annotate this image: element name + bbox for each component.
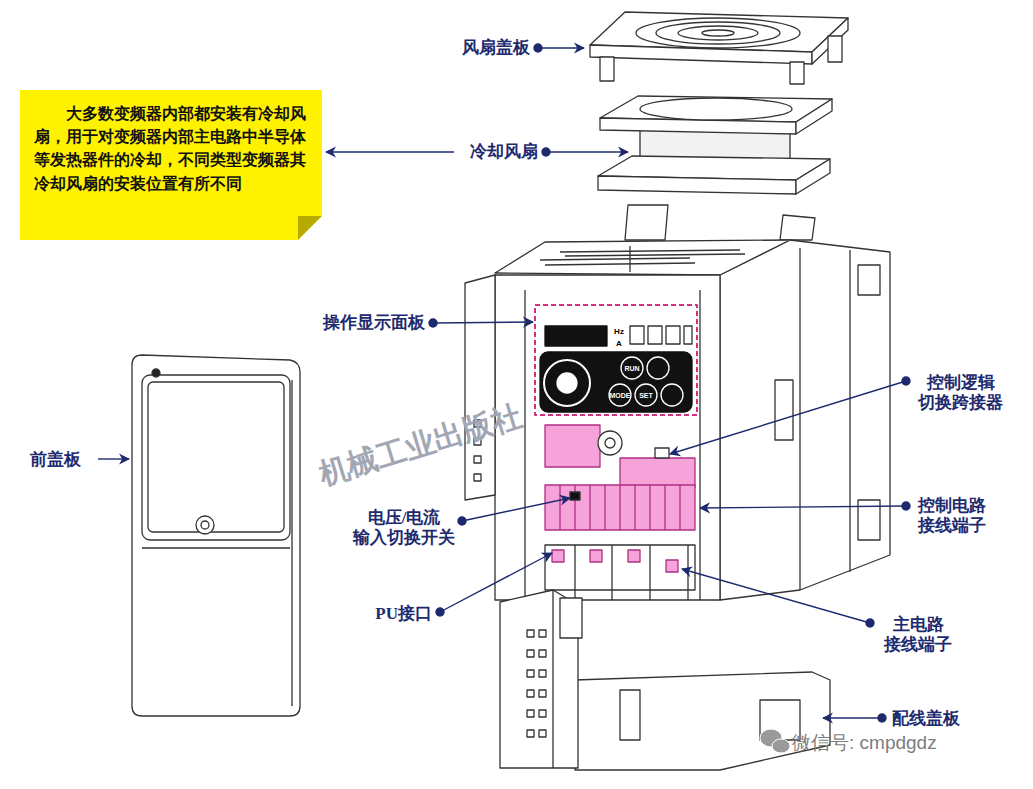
button-label: MODE [610, 392, 631, 399]
wiring-cover [500, 590, 830, 770]
cooling-fan [598, 96, 832, 194]
fan-cover [590, 12, 848, 84]
panel-marking: A [615, 340, 623, 348]
part-label: 主电路 接线端子 [884, 615, 952, 656]
wechat-icon [760, 729, 790, 753]
panel-marking: Hz [613, 328, 625, 336]
part-label: 电压/电流 输入切换开关 [353, 508, 455, 549]
part-label: 风扇盖板 [462, 38, 530, 58]
note-callout: 大多数变频器内部都安装有冷却风扇，用于对变频器内部主电路中半导体等发热器件的冷却… [20, 90, 322, 240]
front-cover [132, 355, 300, 716]
fold-flap [298, 216, 322, 240]
part-label: 操作显示面板 [323, 313, 425, 333]
part-label: 配线盖板 [892, 709, 960, 729]
note-text: 大多数变频器内部都安装有冷却风扇，用于对变频器内部主电路中半导体等发热器件的冷却… [34, 102, 308, 195]
part-label: PU接口 [375, 604, 432, 624]
button-label: RUN [624, 365, 639, 372]
button-label: SET [639, 392, 653, 399]
part-label: 控制逻辑 切换跨接器 [918, 373, 1003, 414]
part-label: 冷却风扇 [470, 142, 538, 162]
watermark: 微信号: cmpdgdz [792, 732, 937, 755]
inverter-body [465, 205, 890, 600]
part-label: 控制电路 接线端子 [918, 496, 986, 537]
part-label: 前盖板 [30, 450, 81, 470]
